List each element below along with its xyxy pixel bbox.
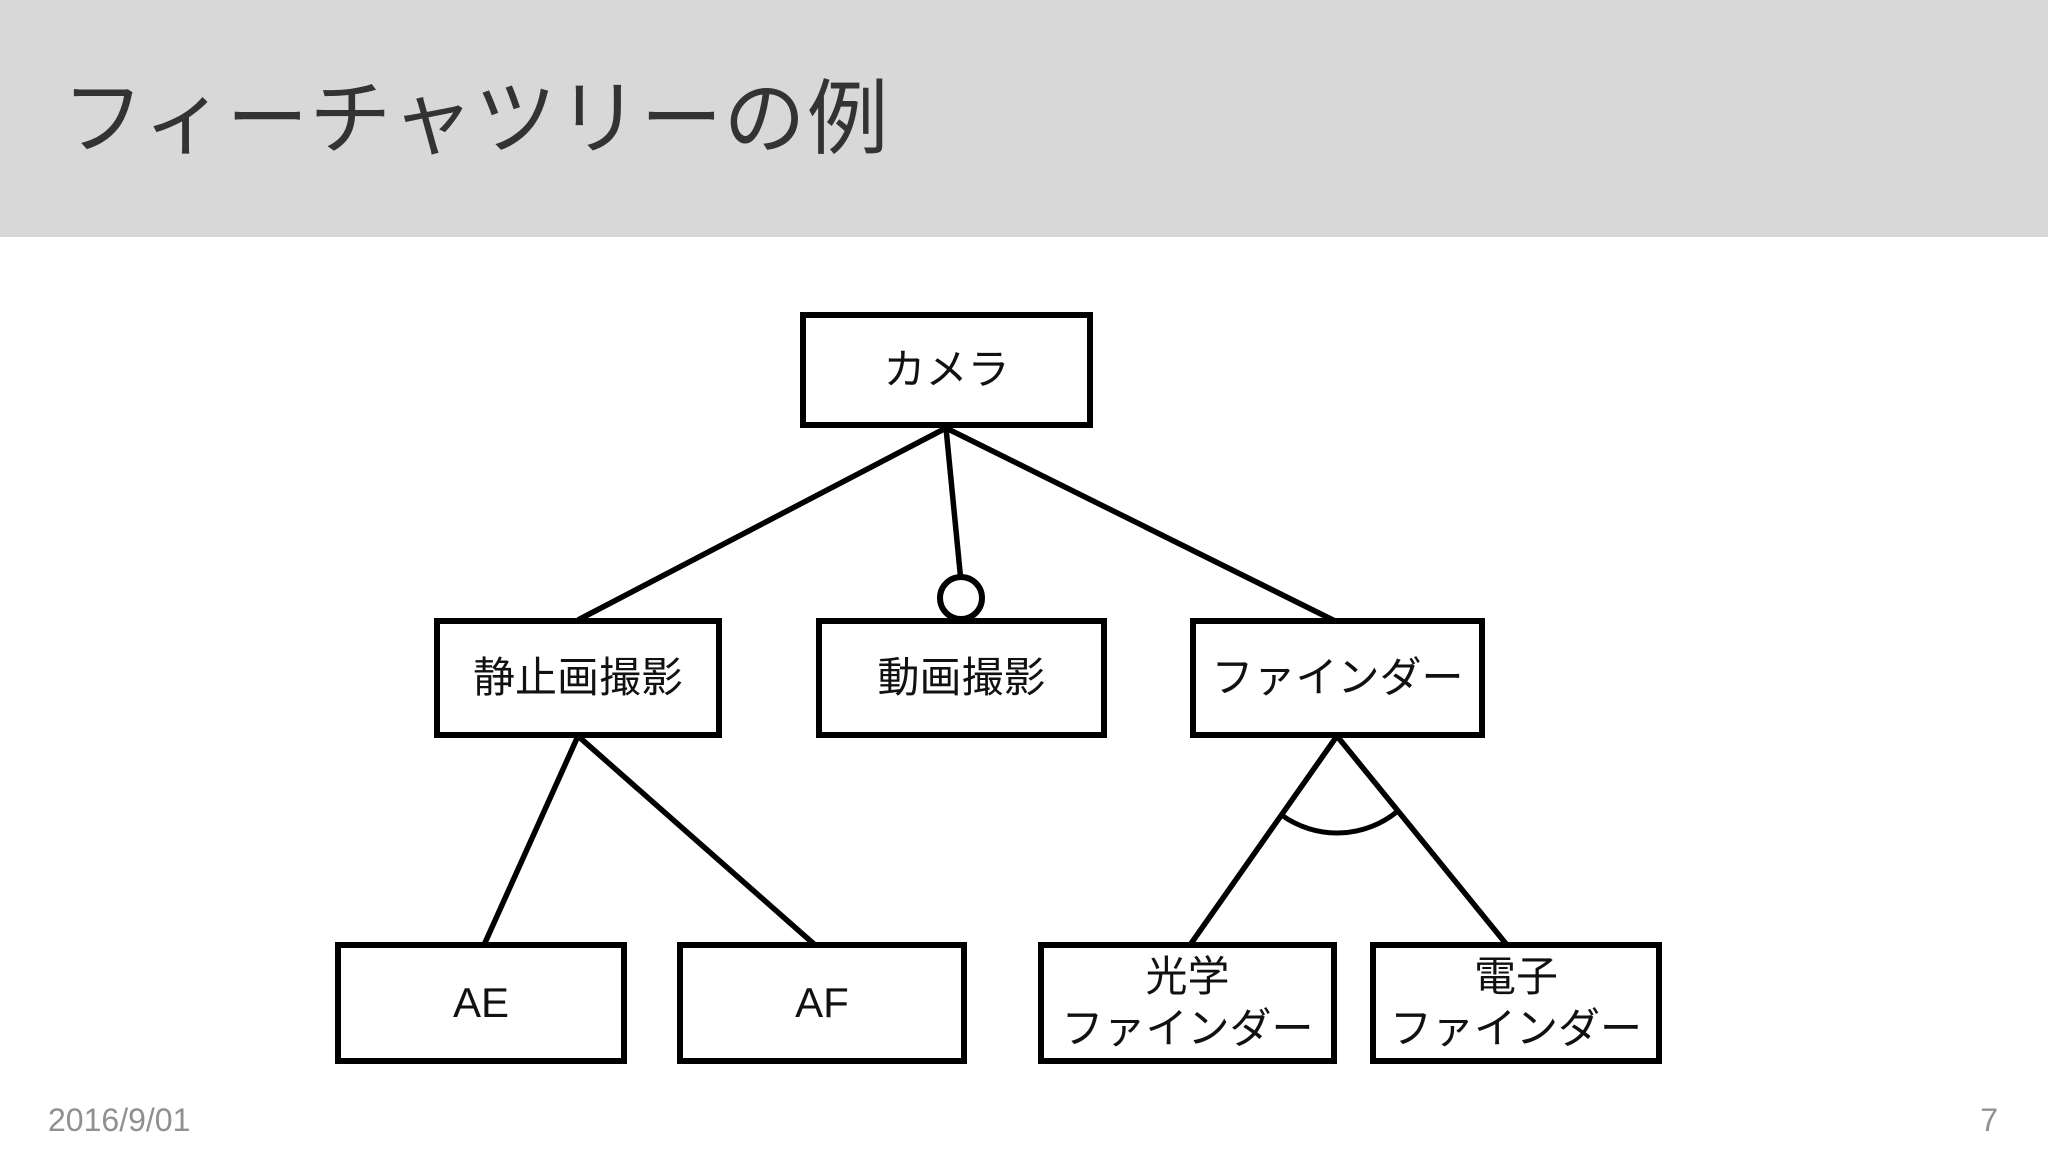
page-number: 7 [1980,1102,1998,1138]
footer-date: 2016/9/01 [48,1102,191,1138]
node-ae: AE [335,942,627,1064]
node-ae-label: AE [452,979,510,1026]
node-finder-label: ファインダー [1211,654,1464,701]
node-af-label: AF [795,979,849,1026]
node-camera-label: カメラ [883,346,1010,393]
node-camera: カメラ [800,312,1093,428]
edge-finder-optical [1187,734,1340,947]
node-electronic-finder-label-line1: 電子 [1473,953,1558,1000]
alternative-group-arc-icon [1280,809,1400,836]
node-optical-finder-label-line2: ファインダー [1061,1005,1314,1052]
edge-camera-finder [944,425,1339,625]
title-band: フィーチャツリーの例 [0,0,2048,237]
node-movie: 動画撮影 [816,618,1107,738]
node-movie-label: 動画撮影 [877,654,1046,701]
node-electronic-finder-label-line2: ファインダー [1389,1005,1642,1052]
edge-camera-still-photo [576,425,948,623]
node-optical-finder-label-line1: 光学 [1145,953,1230,1000]
slide-title: フィーチャツリーの例 [62,74,890,165]
node-finder: ファインダー [1190,618,1485,738]
node-optical-finder: 光学 ファインダー [1038,942,1337,1064]
optional-marker-circle-icon [937,574,985,622]
node-electronic-finder: 電子 ファインダー [1370,942,1662,1064]
edge-finder-electronic [1334,734,1510,947]
node-af: AF [677,942,967,1064]
edge-still-photo-af [576,733,817,948]
node-still-photo: 静止画撮影 [434,618,722,738]
edge-still-photo-ae [481,734,581,947]
edge-camera-movie [943,427,964,583]
node-still-photo-label: 静止画撮影 [472,654,683,701]
